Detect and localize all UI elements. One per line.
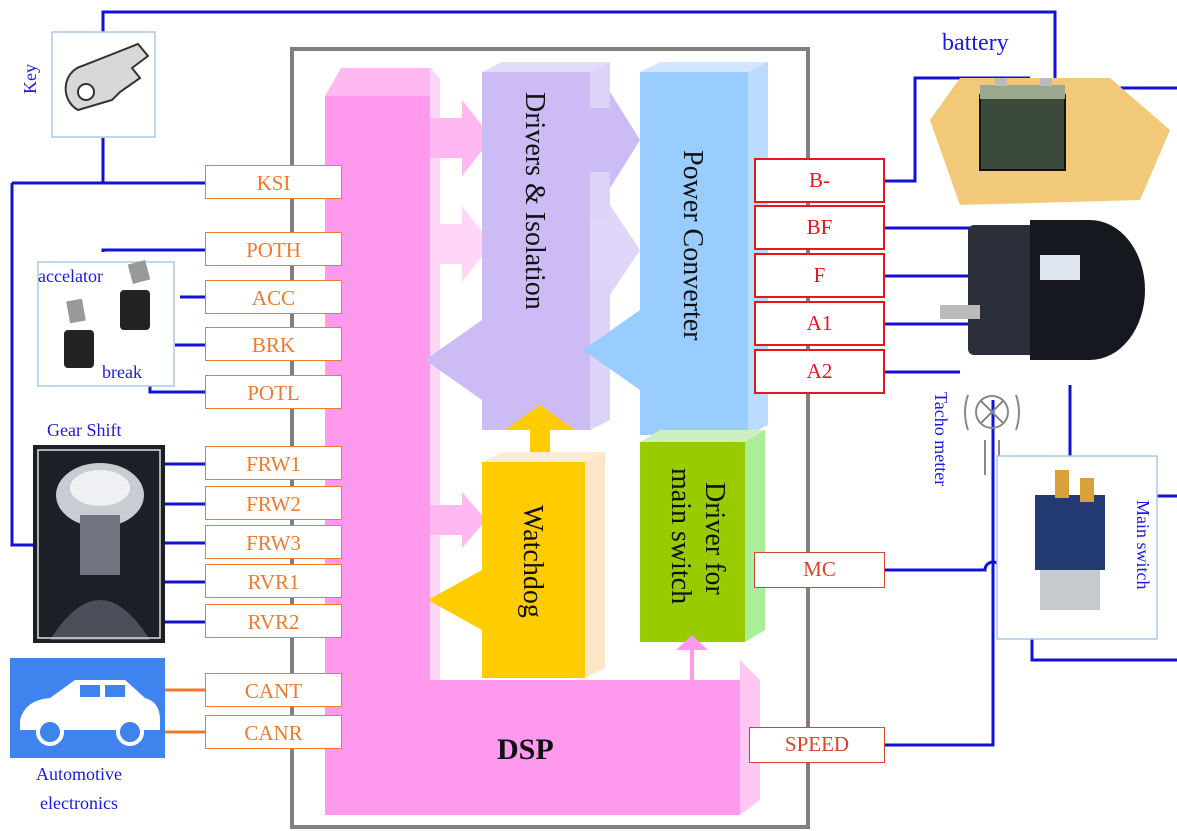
pin-a2: A2 xyxy=(754,349,885,394)
automotive-label-1: Automotive xyxy=(36,764,122,784)
can-wires xyxy=(165,688,205,734)
key-icon xyxy=(51,31,156,138)
brake-label: break xyxy=(102,362,142,382)
pin-frw2: FRW2 xyxy=(205,486,342,520)
key-label: Key xyxy=(20,64,40,94)
watchdog-block xyxy=(428,452,605,678)
pin-a1: A1 xyxy=(754,301,885,346)
main-switch-label: Main switch xyxy=(1133,500,1153,590)
main-switch-icon xyxy=(996,455,1158,640)
motor-icon xyxy=(940,220,1145,360)
dsp-bus xyxy=(325,68,760,815)
pin-acc: ACC xyxy=(205,280,342,314)
pin-frw1: FRW1 xyxy=(205,446,342,480)
power-converter-label: Power Converter xyxy=(677,150,708,341)
pin-frw3: FRW3 xyxy=(205,525,342,559)
main-driver-label-2: main switch xyxy=(665,468,696,605)
pedals-icon xyxy=(37,260,175,387)
pin-b-minus: B- xyxy=(754,158,885,203)
pin-bf: BF xyxy=(754,205,885,250)
automotive-label-2: electronics xyxy=(40,793,118,813)
pin-poth: POTH xyxy=(205,232,342,266)
pin-cant: CANT xyxy=(205,673,342,707)
battery-icon xyxy=(930,78,1170,205)
tacho-label: Tacho metter xyxy=(931,392,951,487)
tacho-icon xyxy=(964,394,1020,475)
main-driver-block xyxy=(640,430,765,680)
pin-speed: SPEED xyxy=(749,727,885,763)
car-icon xyxy=(10,658,165,758)
gear-shift-label: Gear Shift xyxy=(47,420,122,440)
pin-rvr1: RVR1 xyxy=(205,564,342,598)
watchdog-label: Watchdog xyxy=(517,505,548,618)
gear-shift-icon xyxy=(33,445,165,643)
pin-rvr2: RVR2 xyxy=(205,604,342,638)
drivers-label: Drivers & Isolation xyxy=(519,92,550,310)
accelerator-label: accelator xyxy=(38,266,103,286)
pin-canr: CANR xyxy=(205,715,342,749)
pin-potl: POTL xyxy=(205,375,342,409)
pin-ksi: KSI xyxy=(205,165,342,199)
pin-mc: MC xyxy=(754,552,885,588)
battery-label: battery xyxy=(942,30,1009,56)
arrows xyxy=(430,100,492,548)
pin-brk: BRK xyxy=(205,327,342,361)
main-driver-label-1: Driver for xyxy=(699,482,730,595)
dsp-label: DSP xyxy=(497,733,554,766)
pin-f: F xyxy=(754,253,885,298)
